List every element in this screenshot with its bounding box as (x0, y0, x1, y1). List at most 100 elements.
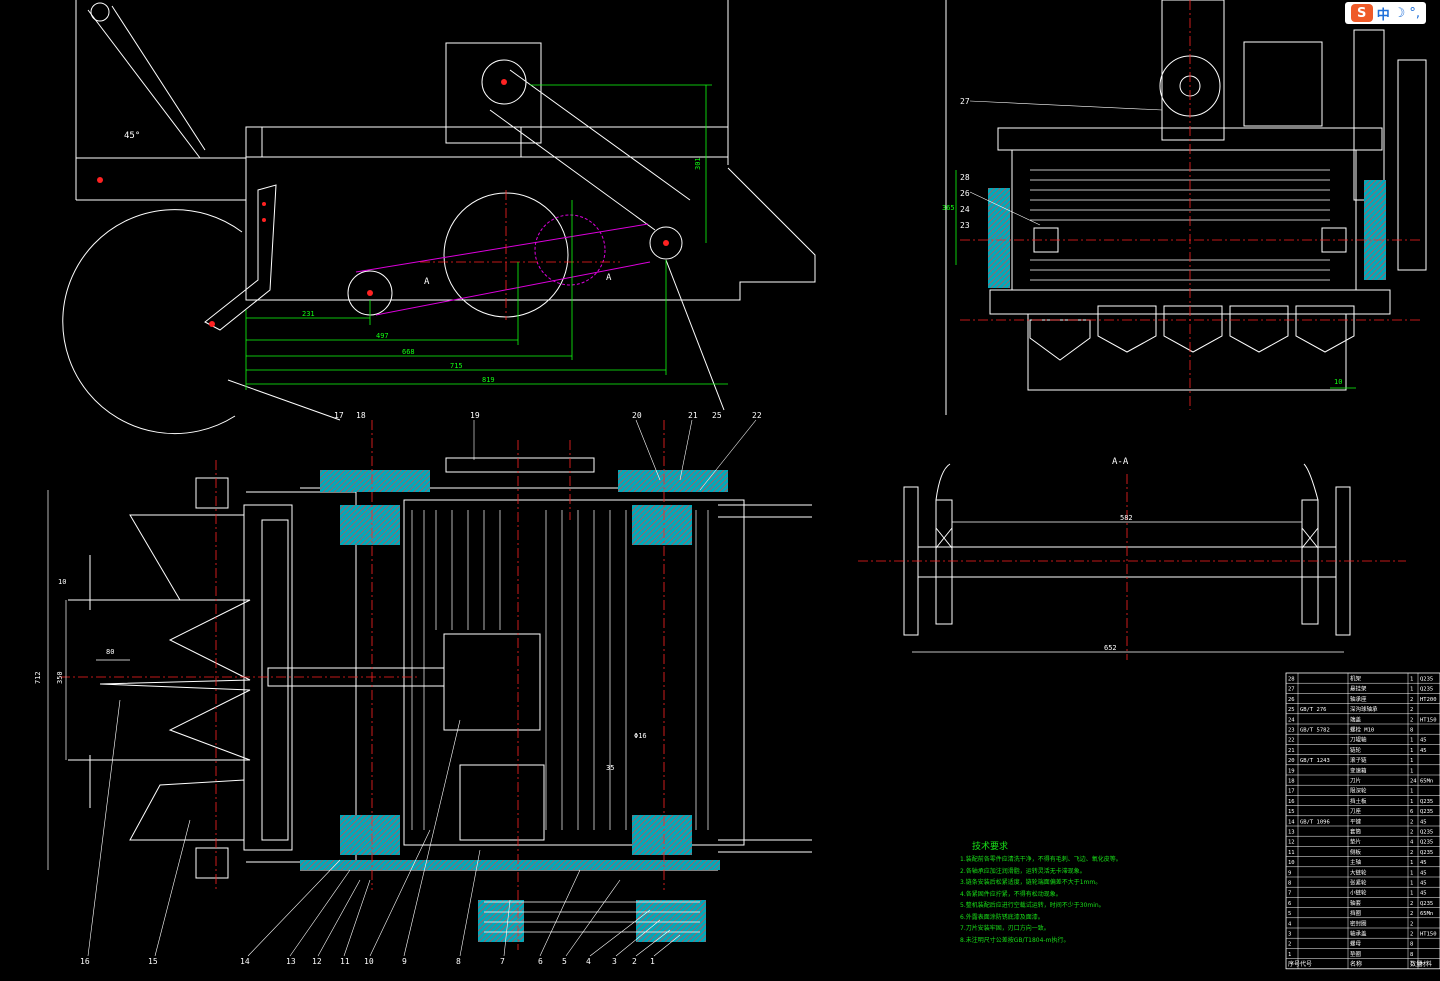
parts-cell: 链轮 (1350, 746, 1362, 754)
centerlines-side (420, 190, 620, 320)
parts-cell: 变速箱 (1350, 766, 1367, 774)
parts-cell: 挡圈 (1350, 909, 1362, 917)
parts-cell: 2 (1410, 717, 1413, 723)
dim-section-inner: 582 (1120, 514, 1133, 522)
parts-cell: 1 (1410, 748, 1413, 754)
front-dims (955, 170, 1356, 389)
parts-cell: 垫圈 (1350, 950, 1362, 958)
plan-view (68, 457, 812, 879)
parts-cell: 1 (1410, 870, 1413, 876)
parts-cell: 2 (1410, 850, 1413, 856)
svg-text:27: 27 (960, 97, 970, 106)
ime-toolbar[interactable]: S 中 ☽ °, (1344, 2, 1426, 24)
parts-cell: 45 (1420, 860, 1427, 866)
parts-table-frame (1285, 672, 1440, 970)
side-dimension-texts: 231 497 668 715 819 301 (302, 157, 702, 384)
dim-10: 10 (58, 578, 66, 586)
parts-cell: 45 (1420, 738, 1427, 744)
tech-note-8: 8.未注明尺寸公差按GB/T1804-m执行。 (960, 936, 1070, 944)
parts-cell: 侧板 (1350, 848, 1362, 856)
side-elevation-view (62, 0, 816, 435)
parts-cell: HT200 (1420, 697, 1437, 703)
section-aa-dims (912, 521, 1344, 653)
dim-section-outer: 652 (1104, 644, 1117, 652)
parts-cell: 2 (1410, 707, 1413, 713)
dim-668: 668 (402, 348, 415, 356)
chain-loop (355, 214, 651, 316)
parts-cell: 大链轮 (1350, 868, 1367, 876)
plan-centerlines (60, 420, 665, 950)
front-hatch (988, 180, 1386, 288)
parts-cell: 45 (1420, 748, 1427, 754)
parts-cell: 1 (1410, 768, 1413, 774)
parts-cell: 13 (1288, 830, 1295, 836)
parts-cell: 1 (1410, 860, 1413, 866)
parts-cell: 1 (1410, 738, 1413, 744)
parts-cell: 1 (1410, 881, 1413, 887)
svg-text:24: 24 (960, 205, 970, 214)
parts-cell: 2 (1288, 942, 1291, 948)
parts-cell: 2 (1410, 901, 1413, 907)
parts-cell: 14 (1288, 819, 1295, 825)
parts-cell: Q235 (1420, 850, 1433, 856)
ime-punct-toggle[interactable]: °, (1409, 5, 1420, 21)
parts-cell: 23 (1288, 728, 1295, 734)
parts-cell: 26 (1288, 697, 1295, 703)
svg-text:9: 9 (402, 957, 407, 966)
parts-cell: 轴套 (1350, 899, 1362, 907)
parts-cell: 8 (1410, 942, 1413, 948)
parts-cell: 主轴 (1350, 858, 1362, 866)
parts-cell: 45 (1420, 819, 1427, 825)
tech-note-5: 5.整机装配后应进行空载试运转，时间不少于30min。 (960, 902, 1105, 909)
section-mark-left: A (424, 277, 430, 287)
parts-cell: 1 (1410, 758, 1413, 764)
red-centers (97, 79, 669, 327)
parts-cell: 65Mn (1420, 911, 1433, 917)
svg-text:19: 19 (470, 411, 480, 420)
parts-cell: 8 (1410, 728, 1413, 734)
dim-715: 715 (450, 362, 463, 370)
parts-cell: GB/T 5782 (1300, 728, 1330, 734)
svg-text:4: 4 (586, 957, 591, 966)
parts-cell: 6 (1288, 901, 1291, 907)
svg-text:28: 28 (960, 173, 970, 182)
parts-cell: 5 (1288, 911, 1291, 917)
parts-cell: 1 (1410, 687, 1413, 693)
parts-cell: 张紧轮 (1350, 879, 1367, 887)
ime-mode-toggle[interactable]: 中 (1376, 7, 1390, 23)
leader-lines (87, 100, 1163, 957)
tech-note-7: 7.刀片安装牢固，刃口方向一致。 (960, 925, 1050, 932)
parts-cell: 22 (1288, 738, 1295, 744)
parts-cell: 挡土板 (1350, 797, 1367, 805)
parts-cell: 平键 (1350, 817, 1362, 825)
parts-cell: 刀座 (1350, 807, 1362, 815)
parts-cell: GB/T 1243 (1300, 758, 1330, 764)
side-dimension-lines (245, 84, 728, 390)
dim-front-small: 10 (1334, 378, 1342, 386)
svg-text:13: 13 (286, 957, 296, 966)
parts-cell: 1 (1410, 789, 1413, 795)
parts-cell: Q235 (1420, 809, 1433, 815)
parts-cell: 4 (1288, 921, 1292, 927)
tech-note-2: 2.各轴承应加注润滑脂，运转灵活无卡滞现象。 (960, 867, 1086, 875)
parts-cell: HT150 (1420, 717, 1437, 723)
dim-301: 301 (694, 157, 702, 170)
parts-cell: 21 (1288, 748, 1295, 754)
parts-cell: 45 (1420, 870, 1427, 876)
parts-cell: 8 (1288, 881, 1291, 887)
parts-cell: 6 (1410, 809, 1413, 815)
section-aa-centerline (858, 474, 1406, 660)
svg-text:18: 18 (356, 411, 366, 420)
parts-cell: 12 (1288, 840, 1295, 846)
parts-cell: 轴承座 (1350, 695, 1367, 703)
dim-shaft: Φ16 (634, 732, 647, 740)
ime-logo-icon[interactable]: S (1350, 4, 1373, 22)
svg-text:2: 2 (632, 957, 637, 966)
parts-cell: 9 (1288, 870, 1291, 876)
parts-header-cell: 数量 (1410, 960, 1422, 968)
plan-hatch (300, 470, 728, 942)
parts-cell: HT150 (1420, 932, 1437, 938)
ime-moon-icon[interactable]: ☽ (1393, 5, 1406, 21)
parts-cell: 45 (1420, 891, 1427, 897)
